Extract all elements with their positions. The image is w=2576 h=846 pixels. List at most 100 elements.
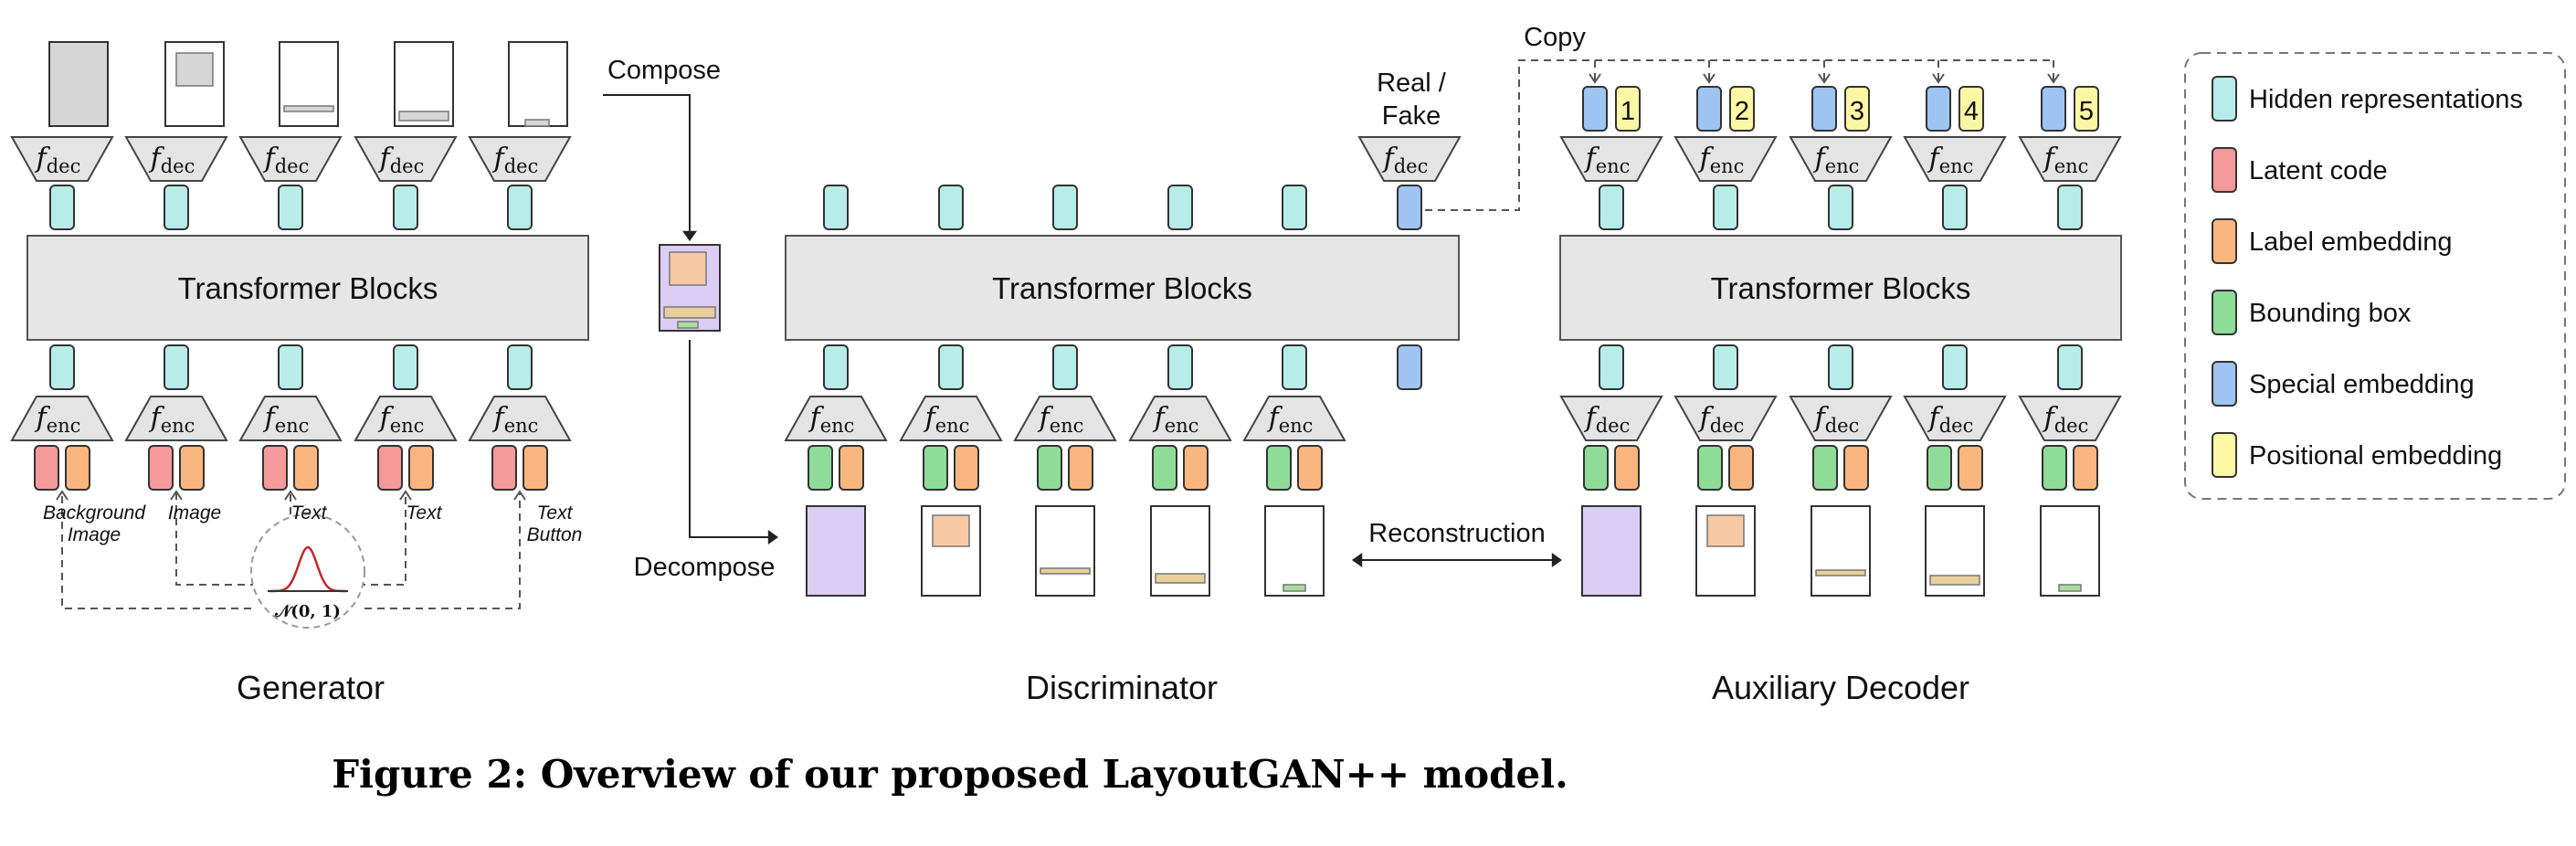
aux-hidden-bottom-3 xyxy=(1828,344,1853,390)
aux-positional-4 xyxy=(1958,86,1984,132)
disc-special-bottom xyxy=(1397,344,1422,390)
aux-hidden-top-3 xyxy=(1828,185,1853,230)
gen-input-label-3-1: Text xyxy=(291,502,328,523)
disc-input-element-3 xyxy=(1040,567,1091,575)
gen-encoder-5-subscript: enc xyxy=(504,415,539,437)
aux-top-encoder-4-subscript: enc xyxy=(1939,155,1974,177)
copy-arrowhead-4 xyxy=(1932,73,1945,84)
disc-label-embedding-1 xyxy=(839,445,864,491)
aux-hidden-bottom-4 xyxy=(1942,344,1968,390)
section-title-auxiliary: Auxiliary Decoder xyxy=(1712,669,1969,706)
gen-decoder-3-subscript: dec xyxy=(275,155,310,177)
aux-output-doc-3 xyxy=(1811,505,1871,597)
gen-output-doc-3 xyxy=(279,41,339,127)
aux-decoder-3 xyxy=(1789,396,1893,441)
aux-top-encoder-3 xyxy=(1789,136,1893,182)
aux-top-encoder-4-label: fenc xyxy=(1927,143,1974,177)
legend-label-special: Special embedding xyxy=(2249,370,2475,399)
gen-output-element-3 xyxy=(283,105,334,112)
gen-label-embedding-4 xyxy=(408,445,434,491)
gen-encoder-2-subscript: enc xyxy=(161,415,195,437)
aux-bbox-2 xyxy=(1697,445,1723,491)
aux-special-3 xyxy=(1811,86,1837,132)
legend-label-bbox: Bounding box xyxy=(2249,299,2412,328)
gaussian-label: 𝒩(0, 1) xyxy=(274,602,341,621)
aux-output-element-5 xyxy=(2058,584,2082,592)
disc-hidden-bottom-5 xyxy=(1282,344,1307,390)
disc-encoder-5 xyxy=(1242,396,1346,441)
disc-encoder-1 xyxy=(784,396,888,441)
aux-top-encoder-1-subscript: enc xyxy=(1596,155,1631,177)
disc-bbox-5 xyxy=(1266,445,1292,491)
disc-label-embedding-4 xyxy=(1183,445,1209,491)
aux-top-encoder-4 xyxy=(1903,136,2007,182)
gen-input-label-4-1: Text xyxy=(406,502,443,523)
latent-line-4 xyxy=(358,493,406,586)
disc-hidden-top-1 xyxy=(823,185,849,230)
gen-decoder-1-subscript: dec xyxy=(47,155,81,177)
disc-encoder-5-subscript: enc xyxy=(1279,415,1314,437)
gen-transformer-blocks xyxy=(26,235,589,341)
aux-label-embedding-1 xyxy=(1614,445,1640,491)
disc-hidden-top-3 xyxy=(1052,185,1078,230)
aux-position-number-4: 4 xyxy=(1964,97,1979,126)
legend-label-positional: Positional embedding xyxy=(2249,441,2502,471)
disc-input-doc-5 xyxy=(1264,505,1325,597)
aux-output-element-3 xyxy=(1815,569,1866,576)
aux-top-encoder-3-label: fenc xyxy=(1813,143,1860,177)
copy-line xyxy=(1425,59,2053,211)
gen-encoder-4 xyxy=(354,396,458,441)
aux-output-doc-1 xyxy=(1581,505,1642,597)
gen-encoder-2 xyxy=(124,396,228,441)
aux-position-number-2: 2 xyxy=(1735,97,1749,126)
aux-label-embedding-3 xyxy=(1843,445,1869,491)
aux-output-element-4 xyxy=(1929,575,1980,586)
latent-arrowhead-1 xyxy=(56,490,69,501)
gen-label-embedding-1 xyxy=(65,445,90,491)
disc-bbox-1 xyxy=(808,445,833,491)
gen-output-element-2 xyxy=(175,52,214,87)
disc-label-embedding-5 xyxy=(1297,445,1323,491)
gen-encoder-3 xyxy=(238,396,343,441)
disc-input-element-5 xyxy=(1283,584,1306,592)
disc-bbox-4 xyxy=(1152,445,1177,491)
aux-hidden-top-2 xyxy=(1713,185,1738,230)
gen-input-label-1-1: Background xyxy=(43,502,146,523)
legend-swatch-bbox xyxy=(2212,290,2237,335)
reconstruction-label: Reconstruction xyxy=(1368,519,1545,548)
gen-encoder-2-label: fenc xyxy=(149,402,195,437)
figure-caption: Figure 2: Overview of our proposed Layou… xyxy=(332,752,1568,797)
aux-positional-5 xyxy=(2074,86,2099,132)
gen-decoder-5-subscript: dec xyxy=(504,155,539,177)
aux-hidden-bottom-1 xyxy=(1599,344,1624,390)
gen-encoder-3-label: fenc xyxy=(263,402,310,437)
aux-transformer-blocks-label: Transformer Blocks xyxy=(1711,271,1971,305)
reconstruction-arrowhead-right xyxy=(1551,553,1562,567)
composed-element-button xyxy=(677,321,699,329)
gen-hidden-top-5 xyxy=(507,185,533,230)
gen-label-embedding-5 xyxy=(523,445,548,491)
gen-input-label-1-2: Image xyxy=(68,524,121,545)
aux-label-embedding-4 xyxy=(1958,445,1983,491)
real-label: Real / xyxy=(1377,69,1447,98)
gen-latent-code-3 xyxy=(262,445,288,491)
gen-output-element-4 xyxy=(398,111,449,122)
disc-hidden-top-4 xyxy=(1167,185,1193,230)
legend-swatch-latent xyxy=(2212,147,2237,193)
aux-hidden-bottom-2 xyxy=(1713,344,1738,390)
disc-decoder xyxy=(1357,136,1462,182)
aux-special-1 xyxy=(1582,86,1608,132)
gen-latent-code-4 xyxy=(377,445,403,491)
compose-label: Compose xyxy=(607,56,721,85)
disc-input-doc-3 xyxy=(1035,505,1095,597)
gen-transformer-blocks-label: Transformer Blocks xyxy=(178,271,438,305)
latent-arrowhead-5 xyxy=(513,490,526,501)
aux-bbox-4 xyxy=(1927,445,1952,491)
copy-arrowhead-1 xyxy=(1589,73,1601,84)
diagram-shapes xyxy=(10,41,2122,629)
composed-element-image xyxy=(669,251,707,286)
disc-decoder-subscript: dec xyxy=(1394,155,1429,177)
gen-decoder-5 xyxy=(468,136,572,182)
aux-decoder-2-subscript: dec xyxy=(1710,415,1745,437)
disc-encoder-3-subscript: enc xyxy=(1050,415,1084,437)
